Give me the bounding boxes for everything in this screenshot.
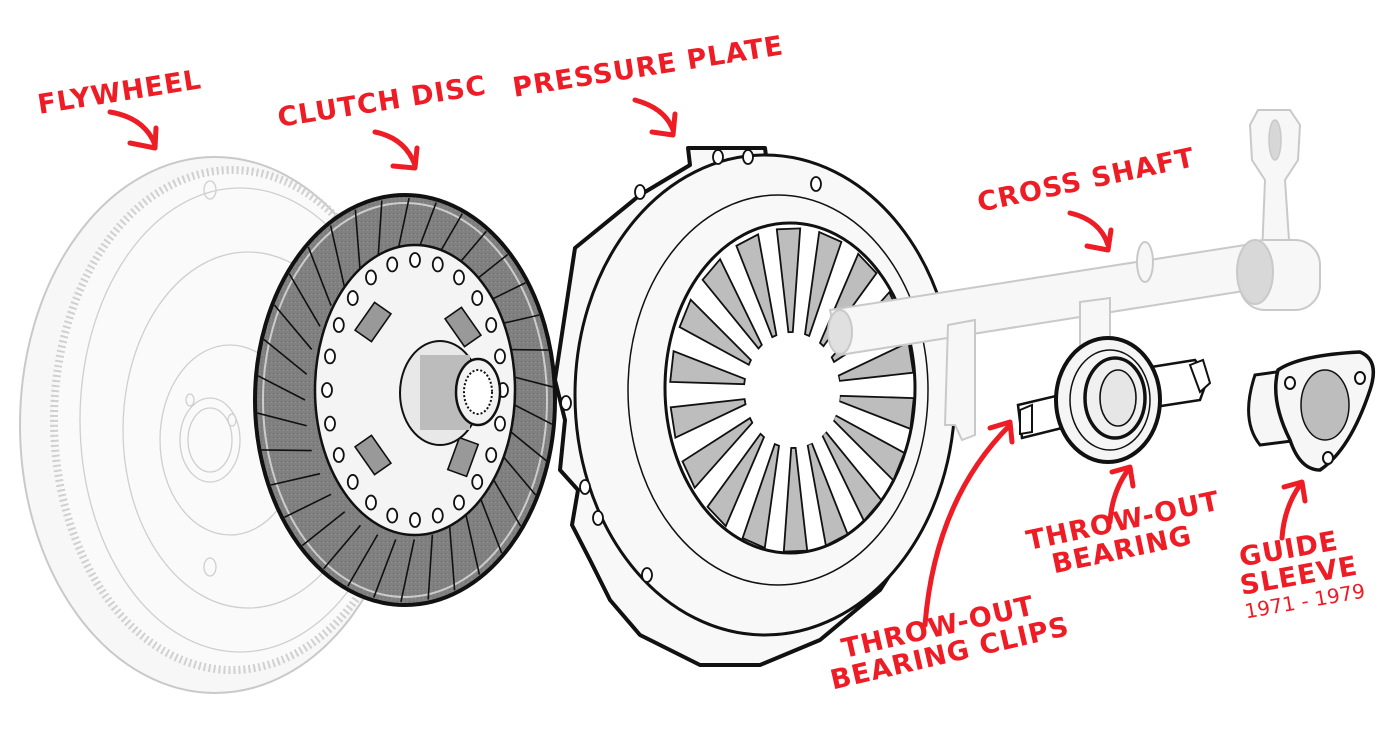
spring-finger [678, 298, 752, 367]
spring-finger [735, 233, 778, 339]
friction-slot [448, 525, 456, 591]
spring-finger [701, 257, 763, 350]
rivet-hole [485, 317, 498, 333]
spring-finger [782, 446, 809, 553]
arrow-pressure-plate [632, 97, 676, 133]
spring-finger [775, 227, 802, 334]
spring-finger [681, 416, 754, 490]
pressure-plate [553, 146, 957, 667]
arrow-guide-sleeve-head [1281, 479, 1308, 504]
arrow-throwout-bearing [1107, 467, 1131, 525]
friction-slot [270, 472, 321, 486]
clutch-disc [253, 193, 557, 607]
arrow-guide-sleeve [1279, 482, 1303, 541]
rivet-hole [332, 447, 345, 463]
friction-slot [347, 534, 379, 587]
rivet-hole [324, 415, 336, 432]
friction-slot [307, 246, 332, 306]
mounting-holes [560, 149, 822, 583]
annotation-arrows [107, 97, 1308, 628]
rivet-hole [346, 474, 359, 490]
friction-slot [329, 225, 346, 289]
arrow-clutch-disc [372, 129, 418, 168]
spring-finger [706, 432, 766, 528]
friction-slot [257, 375, 306, 401]
friction-slot [373, 539, 397, 598]
arrow-cross-shaft-head [1084, 227, 1114, 253]
rivet-hole [346, 290, 359, 306]
throwout-bearing [1054, 336, 1162, 464]
friction-slot [288, 273, 321, 327]
spring-finger [669, 349, 746, 386]
rivet-hole [471, 474, 484, 490]
friction-slot [263, 338, 308, 375]
arrow-clutch-disc-head [390, 145, 420, 171]
spring-finger [741, 442, 780, 550]
arrow-cross-shaft [1067, 210, 1111, 248]
rivet-hole [365, 269, 377, 286]
cross-shaft [827, 109, 1321, 442]
friction-slot [427, 534, 434, 600]
rivet-hole [409, 252, 421, 268]
arrow-flywheel-head [127, 125, 159, 151]
friction-slot [323, 524, 362, 570]
throwout-bearing-clips [1016, 358, 1212, 440]
rivet-hole [494, 415, 506, 432]
arrow-pressure-plate-head [649, 111, 678, 138]
friction-slot [400, 539, 416, 603]
friction-slot [464, 511, 481, 575]
arrow-throwout-bearing-head [1109, 464, 1136, 489]
friction-slot [489, 473, 522, 527]
rivet-hole [365, 494, 377, 511]
rivet-hole [485, 447, 498, 463]
spring-finger [804, 230, 843, 338]
rivet-hole [332, 317, 345, 333]
rivet-hole [471, 290, 484, 306]
rivet-hole [453, 494, 465, 511]
rivet-hole [409, 512, 421, 528]
arrow-flywheel [107, 109, 158, 148]
friction-slot [257, 412, 307, 427]
rivet-hole [321, 382, 333, 398]
friction-slot [273, 304, 313, 350]
friction-slot [478, 494, 503, 554]
arrow-throwout-clips-head [987, 419, 1015, 445]
rivet-hole [324, 348, 336, 365]
rivet-hole [386, 256, 399, 273]
friction-slot [354, 209, 362, 275]
rivet-hole [494, 348, 506, 365]
guide-sleeve [1247, 350, 1376, 472]
damper-springs [353, 301, 483, 478]
friction-slot [301, 511, 346, 547]
friction-slot [261, 449, 312, 452]
spring-finger [837, 340, 915, 382]
arrow-throwout-clips [922, 422, 1013, 628]
rivet-hole [431, 256, 444, 273]
rivet-hole [386, 507, 399, 524]
rivet-hole [453, 269, 465, 286]
spring-finger [669, 398, 747, 440]
rivet-hole [431, 507, 444, 524]
friction-slot [284, 493, 332, 518]
splined-hub [399, 340, 502, 446]
